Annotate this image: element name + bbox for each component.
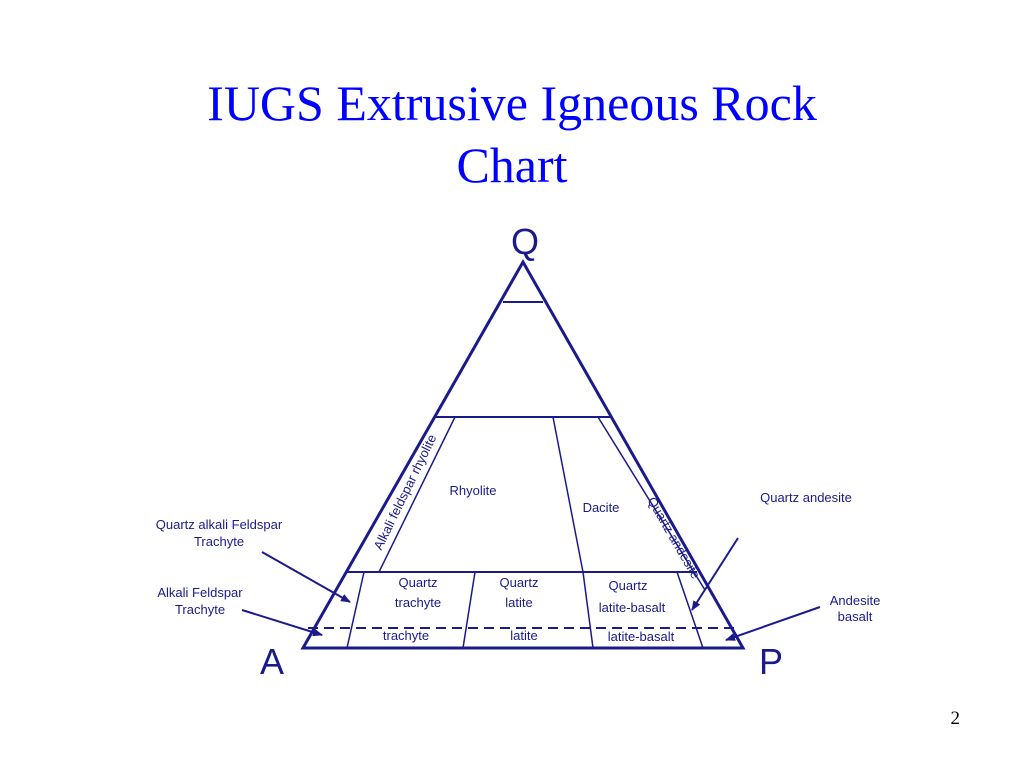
callout-label-quartz-alkali-feldspar-trachyte-2: Trachyte xyxy=(194,534,244,549)
field-label-quartz-andesite: Quartz andesite xyxy=(644,494,703,581)
field-label-quartz-trachyte-2: trachyte xyxy=(395,595,441,610)
callout-arrow-alkali-feldspar-trachyte xyxy=(241,609,323,637)
field-label-quartz-latite-1: Quartz xyxy=(499,575,538,590)
boundary-dacite-quartz-andesite xyxy=(597,416,706,591)
vertex-label-q: Q xyxy=(511,221,539,262)
callout-label-andesite-basalt-1: Andesite xyxy=(830,593,881,608)
slide-title-line-2: Chart xyxy=(456,137,568,193)
field-label-rhyolite: Rhyolite xyxy=(450,483,497,498)
boundary-alkali-rhyolite xyxy=(378,416,456,573)
callout-label-quartz-alkali-feldspar-trachyte-1: Quartz alkali Feldspar xyxy=(156,517,283,532)
callout-arrow-andesite-basalt xyxy=(725,606,821,641)
triangle-outline xyxy=(300,258,746,650)
field-label-alkali-feldspar-rhyolite: Alkali feldspar rhyolite xyxy=(370,432,439,552)
slide-title: IUGS Extrusive Igneous Rock Chart xyxy=(0,72,1024,196)
field-label-quartz-trachyte-1: Quartz xyxy=(398,575,437,590)
boundary-rhyolite-dacite xyxy=(552,416,584,573)
field-label-latite: latite xyxy=(510,628,537,643)
field-label-quartz-latite-basalt-2: latite-basalt xyxy=(599,600,666,615)
callout-arrow-quartz-andesite xyxy=(691,537,739,611)
callout-label-alkali-feldspar-trachyte-2: Trachyte xyxy=(175,602,225,617)
callout-arrow-quartz-alkali-feldspar-trachyte xyxy=(261,551,351,603)
boundary-lower-1 xyxy=(346,571,365,649)
callout-label-alkali-feldspar-trachyte-1: Alkali Feldspar xyxy=(157,585,243,600)
field-label-dacite: Dacite xyxy=(583,500,620,515)
boundary-lower-2 xyxy=(462,571,476,649)
vertex-label-p: P xyxy=(759,641,783,682)
field-label-quartz-latite-2: latite xyxy=(505,595,532,610)
field-label-trachyte: trachyte xyxy=(383,628,429,643)
vertex-label-a: A xyxy=(260,641,284,682)
boundary-lower-3 xyxy=(582,571,594,649)
field-label-quartz-latite-basalt-1: Quartz xyxy=(608,578,647,593)
slide-title-line-1: IUGS Extrusive Igneous Rock xyxy=(207,75,817,131)
page-number: 2 xyxy=(950,708,961,729)
callout-label-andesite-basalt-2: basalt xyxy=(838,609,873,624)
boundary-lower-4 xyxy=(676,571,704,649)
callout-label-quartz-andesite: Quartz andesite xyxy=(760,490,852,505)
field-label-latite-basalt: latite-basalt xyxy=(608,629,675,644)
